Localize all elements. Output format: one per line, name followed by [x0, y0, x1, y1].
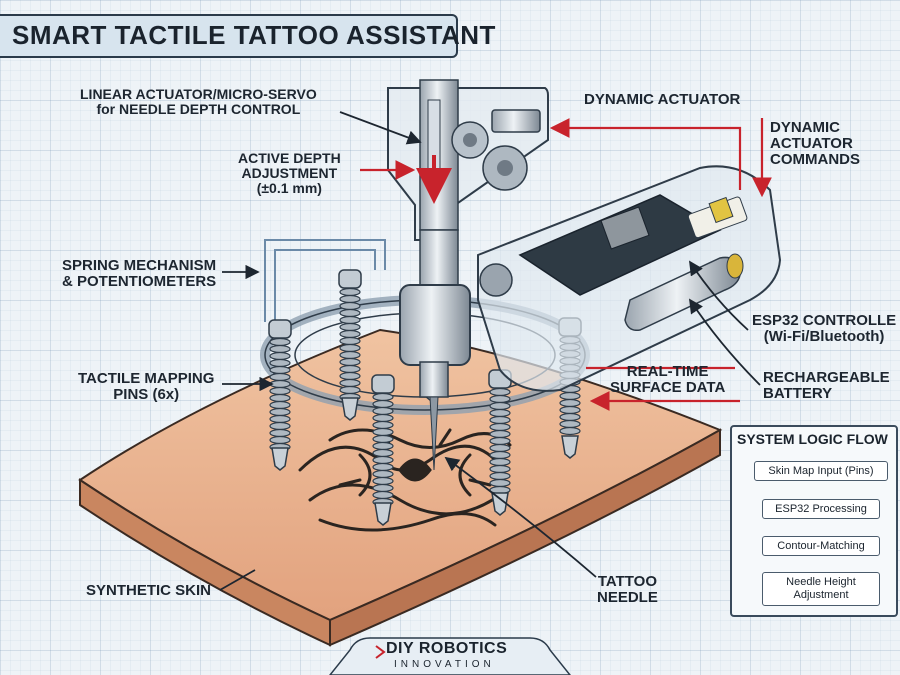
tactile-pin [371, 374, 395, 526]
brand-logo-icon [375, 645, 386, 659]
label-rechargeable-battery: RECHARGEABLE BATTERY [763, 369, 890, 402]
label-tactile-pins: TACTILE MAPPING PINS (6x) [78, 370, 215, 403]
leader-needle [444, 456, 597, 578]
label-tattoo-needle: TATTOO NEEDLE [597, 573, 658, 606]
tattoo-pattern [298, 428, 512, 532]
flow-step-needle-height: Needle Height Adjustment [762, 572, 880, 606]
label-real-time-data: REAL-TIME SURFACE DATA [610, 363, 726, 396]
label-dynamic-actuator: DYNAMIC ACTUATOR [584, 91, 741, 108]
leader-battery [689, 298, 761, 386]
tactile-pin [338, 269, 362, 421]
leader-synthetic-skin [219, 569, 256, 591]
spring-connector-lines [264, 239, 386, 322]
label-dynamic-actuator-commands: DYNAMIC ACTUATOR COMMANDS [770, 119, 860, 168]
brand-subtitle: INNOVATION [394, 659, 495, 670]
label-linear-actuator: LINEAR ACTUATOR/MICRO-SERVO for NEEDLE D… [80, 86, 317, 117]
label-spring-mechanism: SPRING MECHANISM & POTENTIOMETERS [62, 257, 217, 290]
leader-linear-actuator [339, 111, 422, 145]
footer-plate [329, 637, 571, 675]
flow-step-esp32-processing: ESP32 Processing [762, 499, 880, 519]
arrow-dynamic-actuator [549, 118, 742, 190]
label-active-depth: ACTIVE DEPTH ADJUSTMENT (±0.1 mm) [238, 150, 341, 196]
label-esp32-controller: ESP32 CONTROLLE (Wi-Fi/Bluetooth) [752, 312, 897, 345]
tactile-pin [488, 369, 512, 516]
logic-flow-title: SYSTEM LOGIC FLOW [737, 431, 888, 447]
brand-name: DIY ROBOTICS [386, 640, 508, 657]
leader-esp32 [689, 260, 749, 331]
flow-step-contour-matching: Contour-Matching [762, 536, 880, 556]
page-title: SMART TACTILE TATTOO ASSISTANT [12, 20, 496, 50]
tactile-pin [268, 319, 292, 471]
label-synthetic-skin: SYNTHETIC SKIN [86, 582, 212, 599]
esp32-controller-housing [477, 165, 782, 392]
title-banner [0, 14, 458, 58]
flow-step-skin-map: Skin Map Input (Pins) [754, 461, 888, 481]
